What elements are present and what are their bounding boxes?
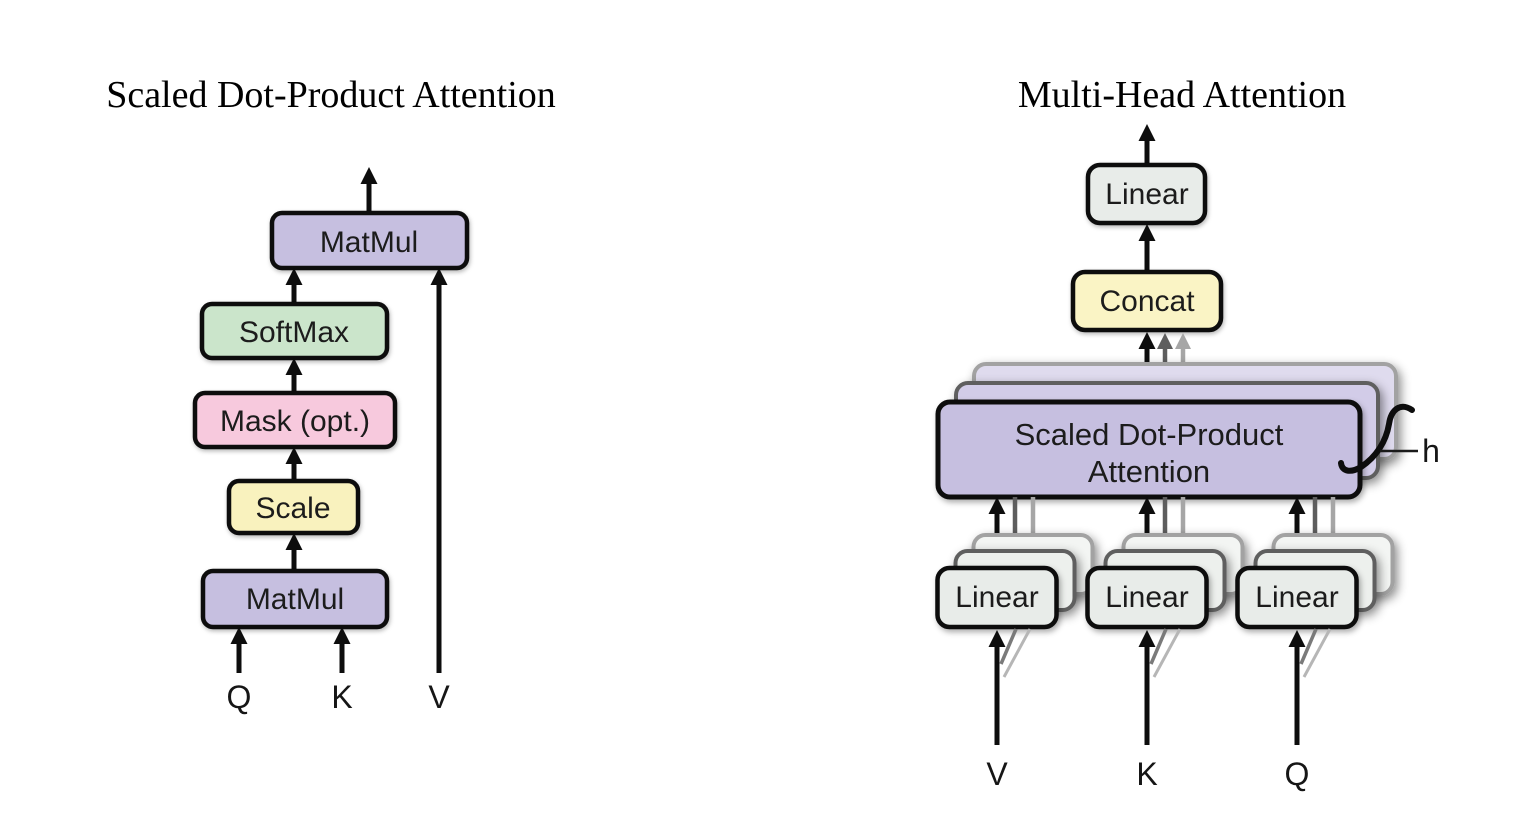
head-count-callout: h <box>1338 403 1440 474</box>
mha-output-arrow <box>1138 124 1156 165</box>
linear-k-label: Linear <box>1105 581 1188 614</box>
k-input-label-mha: K <box>1136 756 1157 792</box>
k-input-arrow-mha <box>1138 628 1182 745</box>
attention-to-concat-arrow-ghost2 <box>1175 333 1191 364</box>
scale-box <box>226 478 361 536</box>
sdpa-output-arrow <box>360 167 378 213</box>
head-count-swash <box>1338 403 1415 474</box>
scale-label: Scale <box>255 492 330 525</box>
matmul-bottom-box <box>200 568 390 630</box>
attention-label-line1: Scaled Dot-Product <box>1015 417 1284 452</box>
v-input-arrow <box>430 268 448 673</box>
matmul-to-scale-arrow <box>285 533 303 571</box>
k-input-arrow <box>333 627 351 673</box>
q-input-arrow <box>230 627 248 673</box>
sdpa-diagram: Scaled Dot-Product Attention MatMul Soft… <box>106 74 556 715</box>
linear-out-box <box>1085 162 1208 226</box>
mha-title: Multi-Head Attention <box>1018 74 1346 116</box>
k-input-label: K <box>331 679 352 715</box>
linear-q-label: Linear <box>1255 581 1338 614</box>
concat-to-linear-arrow <box>1138 224 1156 272</box>
mask-box <box>192 390 398 450</box>
v-input-label: V <box>428 679 450 715</box>
softmax-box <box>199 301 390 361</box>
matmul-top-label: MatMul <box>320 226 418 259</box>
q-input-label-mha: Q <box>1285 756 1310 792</box>
matmul-bottom-label: MatMul <box>246 583 344 616</box>
mask-label: Mask (opt.) <box>220 405 370 438</box>
softmax-to-matmul-arrow <box>285 268 303 304</box>
attention-label-line2: Attention <box>1088 454 1210 489</box>
linear-q-box <box>1235 565 1359 630</box>
v-input-arrow-mha <box>988 628 1032 745</box>
q-input-arrow-mha <box>1288 628 1332 745</box>
attention-box <box>935 399 1363 500</box>
matmul-top-box <box>269 210 470 271</box>
softmax-label: SoftMax <box>239 316 349 349</box>
sdpa-title: Scaled Dot-Product Attention <box>106 74 556 116</box>
linear-k-box <box>1085 565 1209 630</box>
concat-label: Concat <box>1099 285 1195 318</box>
linear-v-box <box>935 565 1059 630</box>
linear-v-label: Linear <box>955 581 1038 614</box>
concat-box <box>1070 269 1224 333</box>
scale-to-mask-arrow <box>285 447 303 481</box>
linear-out-label: Linear <box>1105 178 1188 211</box>
v-input-label-mha: V <box>986 756 1008 792</box>
head-count-label: h <box>1422 433 1440 469</box>
mask-to-softmax-arrow <box>285 358 303 393</box>
q-input-label: Q <box>227 679 252 715</box>
mha-diagram: Multi-Head Attention Linear Concat <box>935 74 1440 792</box>
